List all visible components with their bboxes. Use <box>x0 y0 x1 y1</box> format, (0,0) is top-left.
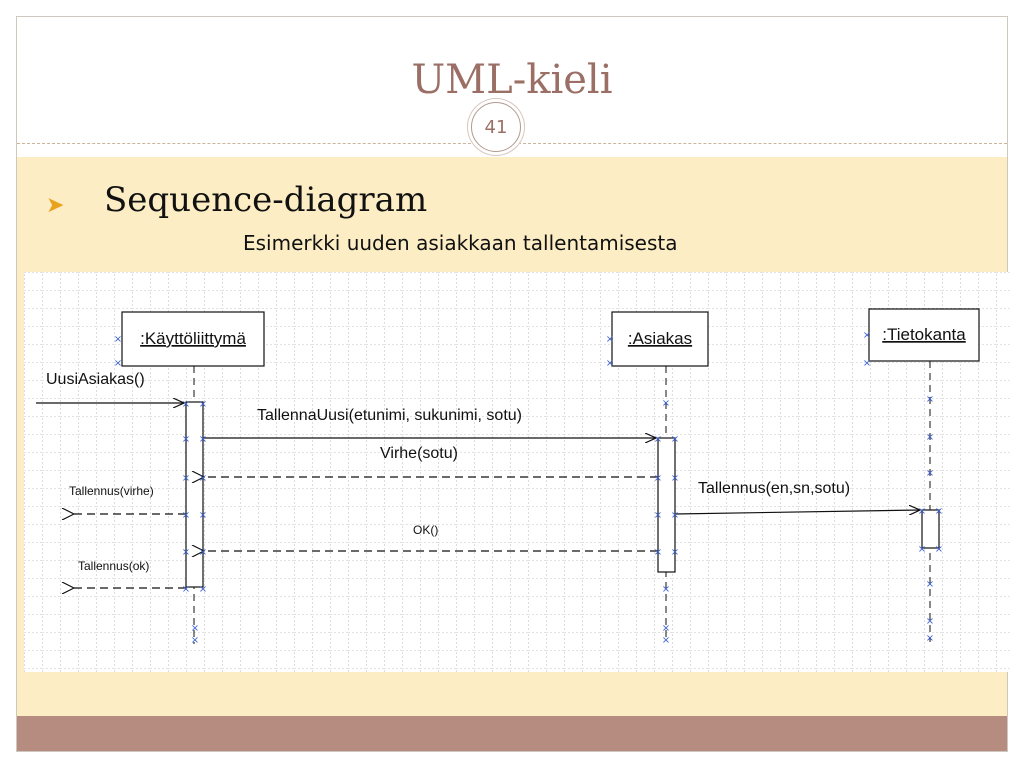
handle-mark-icon: × <box>199 434 207 445</box>
message-uusiasiakas-label: UusiAsiakas() <box>46 371 145 388</box>
handle-mark-icon: × <box>182 473 190 484</box>
lifeline-label-kayttoliittyma: :Käyttöliittymä <box>140 329 246 348</box>
handle-mark-icon: × <box>671 473 679 484</box>
handle-mark-icon: × <box>671 510 679 521</box>
handle-mark-icon: × <box>935 544 943 555</box>
lifeline-box-kayttoliittyma <box>121 311 265 367</box>
message-tallennus-virhe-label: Tallennus(virhe) <box>69 484 154 498</box>
handle-mark-icon: × <box>199 584 207 595</box>
handle-mark-icon: × <box>182 399 190 410</box>
handle-mark-icon: × <box>926 394 934 405</box>
handle-mark-icon: × <box>926 633 934 644</box>
handle-mark-icon: × <box>654 434 662 445</box>
activation-kayttoliittyma <box>185 401 204 588</box>
message-ok-label: OK() <box>413 523 438 537</box>
lifeline-label-tietokanta: :Tietokanta <box>882 325 966 344</box>
handle-mark-icon: × <box>671 434 679 445</box>
activation-tietokanta <box>921 509 940 549</box>
handle-mark-icon: × <box>662 398 670 409</box>
lifeline-box-asiakas <box>611 311 709 367</box>
handle-mark-icon: × <box>926 468 934 479</box>
handle-mark-icon: × <box>926 616 934 627</box>
sequence-diagram: :Käyttöliittymä :Asiakas :Tietokanta Uus… <box>24 272 1011 672</box>
handle-mark-icon: × <box>918 544 926 555</box>
handle-mark-icon: × <box>114 358 122 369</box>
activation-asiakas <box>657 437 676 573</box>
lifeline-box-tietokanta <box>868 308 980 362</box>
handle-mark-icon: × <box>654 473 662 484</box>
diagram-caption: Esimerkki uuden asiakkaan tallentamisest… <box>243 231 678 255</box>
handle-mark-icon: × <box>199 510 207 521</box>
handle-mark-icon: × <box>182 510 190 521</box>
handle-mark-icon: × <box>606 334 614 345</box>
slide-title: UML-kieli <box>411 57 613 103</box>
bullet-text: Sequence-diagram <box>104 180 428 220</box>
handle-mark-icon: × <box>926 432 934 443</box>
message-tallennauusi-label: TallennaUusi(etunimi, sukunimi, sotu) <box>257 407 522 424</box>
handle-mark-icon: × <box>662 584 670 595</box>
message-tallennus-ok-label: Tallennus(ok) <box>78 559 149 573</box>
message-virhe-label: Virhe(sotu) <box>380 445 458 462</box>
handle-mark-icon: × <box>662 635 670 646</box>
lifeline-label-asiakas: :Asiakas <box>628 329 692 348</box>
sequence-diagram-canvas: :Käyttöliittymä :Asiakas :Tietokanta Uus… <box>24 272 1011 672</box>
handle-mark-icon: × <box>654 547 662 558</box>
handle-mark-icon: × <box>918 506 926 517</box>
handle-mark-icon: × <box>606 358 614 369</box>
handle-mark-icon: × <box>182 547 190 558</box>
handle-mark-icon: × <box>182 434 190 445</box>
handle-mark-icon: × <box>199 473 207 484</box>
message-tallennus-en-sn-sotu-label: Tallennus(en,sn,sotu) <box>698 480 850 497</box>
bullet-arrow-icon: ➤ <box>46 192 65 217</box>
handle-mark-icon: × <box>654 510 662 521</box>
footer-bar <box>17 716 1007 751</box>
handle-mark-icon: × <box>935 506 943 517</box>
handle-mark-icon: × <box>199 547 207 558</box>
handle-mark-icon: × <box>926 579 934 590</box>
handle-mark-icon: × <box>114 334 122 345</box>
handle-mark-icon: × <box>182 584 190 595</box>
handle-mark-icon: × <box>662 623 670 634</box>
handle-mark-icon: × <box>863 330 871 341</box>
handle-mark-icon: × <box>863 358 871 369</box>
handle-mark-icon: × <box>199 399 207 410</box>
message-tallennus-en-sn-sotu-arrow <box>674 510 920 514</box>
page-number: 41 <box>484 116 508 138</box>
handle-mark-icon: × <box>671 547 679 558</box>
page-number-badge: 41 <box>471 102 521 152</box>
handle-mark-icon: × <box>191 623 199 634</box>
handle-mark-icon: × <box>191 635 199 646</box>
selection-handle-marks: × × × × × × × × × × × × × × × × × × × × × × × × × × × × × × × × × × × × × × × ×… <box>114 330 943 646</box>
